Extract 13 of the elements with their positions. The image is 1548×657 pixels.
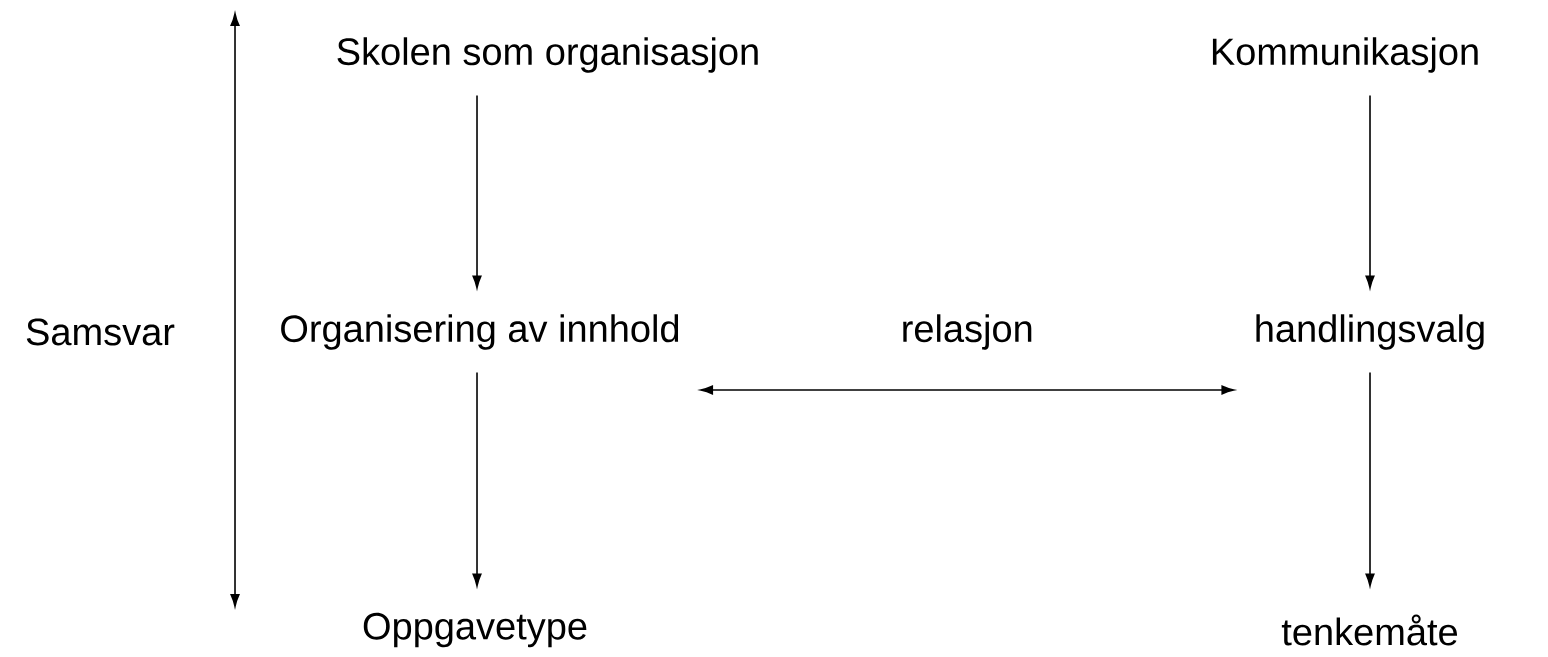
node-text: Kommunikasjon xyxy=(1212,37,1478,73)
axis-label: Samsvar xyxy=(26,318,175,346)
arrow xyxy=(472,94,482,289)
arrow xyxy=(472,371,482,587)
node-text: Skolen som organisasjon xyxy=(337,37,758,73)
arrow xyxy=(1365,371,1375,587)
node-text: handlingsvalg xyxy=(1256,314,1484,350)
arrow xyxy=(1365,94,1375,289)
arrow xyxy=(700,385,1235,395)
edge-label: relasjon xyxy=(903,314,1032,350)
node-text: Oppgavetype xyxy=(363,612,587,648)
node-text: Organisering av innhold xyxy=(281,314,679,350)
node-text: tenkemåte xyxy=(1281,614,1458,646)
